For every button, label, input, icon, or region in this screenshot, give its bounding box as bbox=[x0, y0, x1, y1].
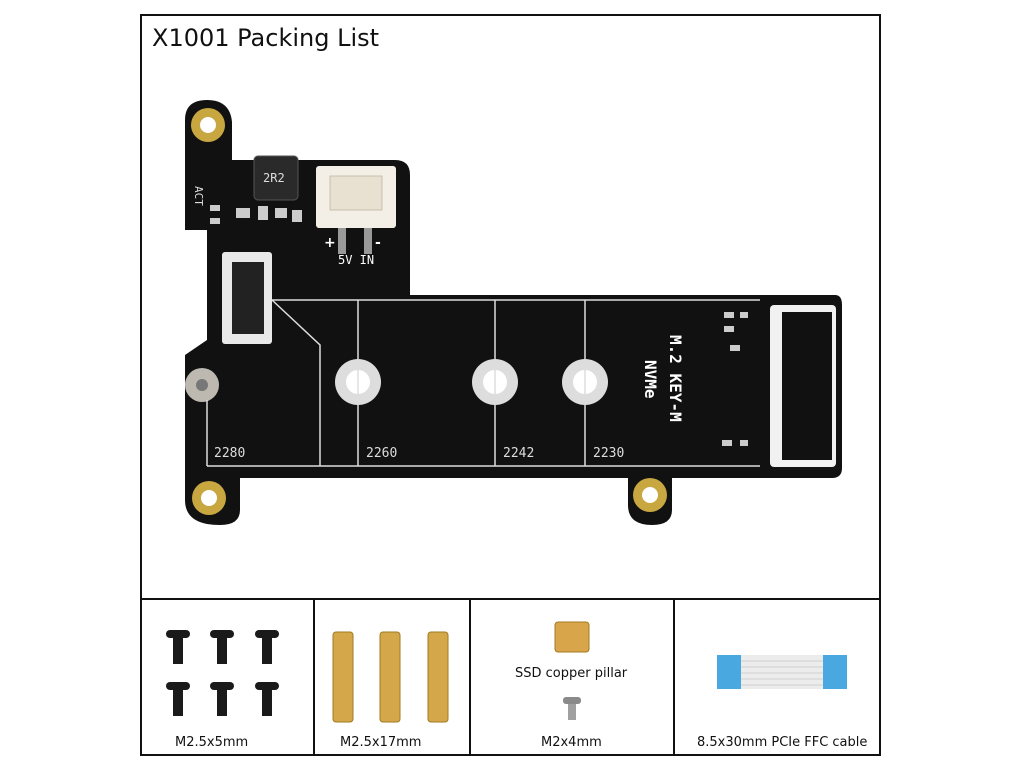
silk-2230: 2230 bbox=[593, 446, 624, 461]
silk-2242: 2242 bbox=[503, 446, 534, 461]
cell-divider-1 bbox=[313, 598, 315, 756]
screws-m2-5x5-image bbox=[166, 630, 279, 716]
silk-minus: - bbox=[375, 235, 381, 251]
silk-nvme: NVMe bbox=[641, 360, 660, 399]
silk-act: ACT bbox=[192, 186, 205, 206]
item-label-screw-m2x4: M2x4mm bbox=[541, 735, 602, 750]
item-label-screws: M2.5x5mm bbox=[175, 735, 249, 750]
silk-5vin: 5V IN bbox=[338, 253, 374, 267]
packing-list-frame bbox=[140, 14, 881, 756]
section-divider bbox=[140, 598, 881, 600]
silk-2260: 2260 bbox=[366, 446, 397, 461]
inductor bbox=[253, 155, 299, 201]
cell-divider-2 bbox=[469, 598, 471, 756]
page-title: X1001 Packing List bbox=[152, 24, 380, 52]
standoffs-m2-5x17-image bbox=[332, 631, 449, 723]
silk-plus: + bbox=[324, 235, 336, 251]
item-label-standoffs: M2.5x17mm bbox=[340, 735, 422, 750]
item-label-copper-pillar: SSD copper pillar bbox=[515, 666, 628, 681]
silk-inductor: 2R2 bbox=[263, 171, 285, 185]
item-label-ffc-cable: 8.5x30mm PCIe FFC cable bbox=[697, 735, 868, 750]
cell-divider-3 bbox=[673, 598, 675, 756]
screw-m2x4-image bbox=[563, 697, 581, 720]
ffc-cable-image bbox=[717, 655, 847, 689]
silk-m2key: M.2 KEY-M bbox=[666, 335, 685, 422]
silk-2280: 2280 bbox=[214, 446, 245, 461]
ssd-copper-pillar-image bbox=[554, 621, 590, 653]
